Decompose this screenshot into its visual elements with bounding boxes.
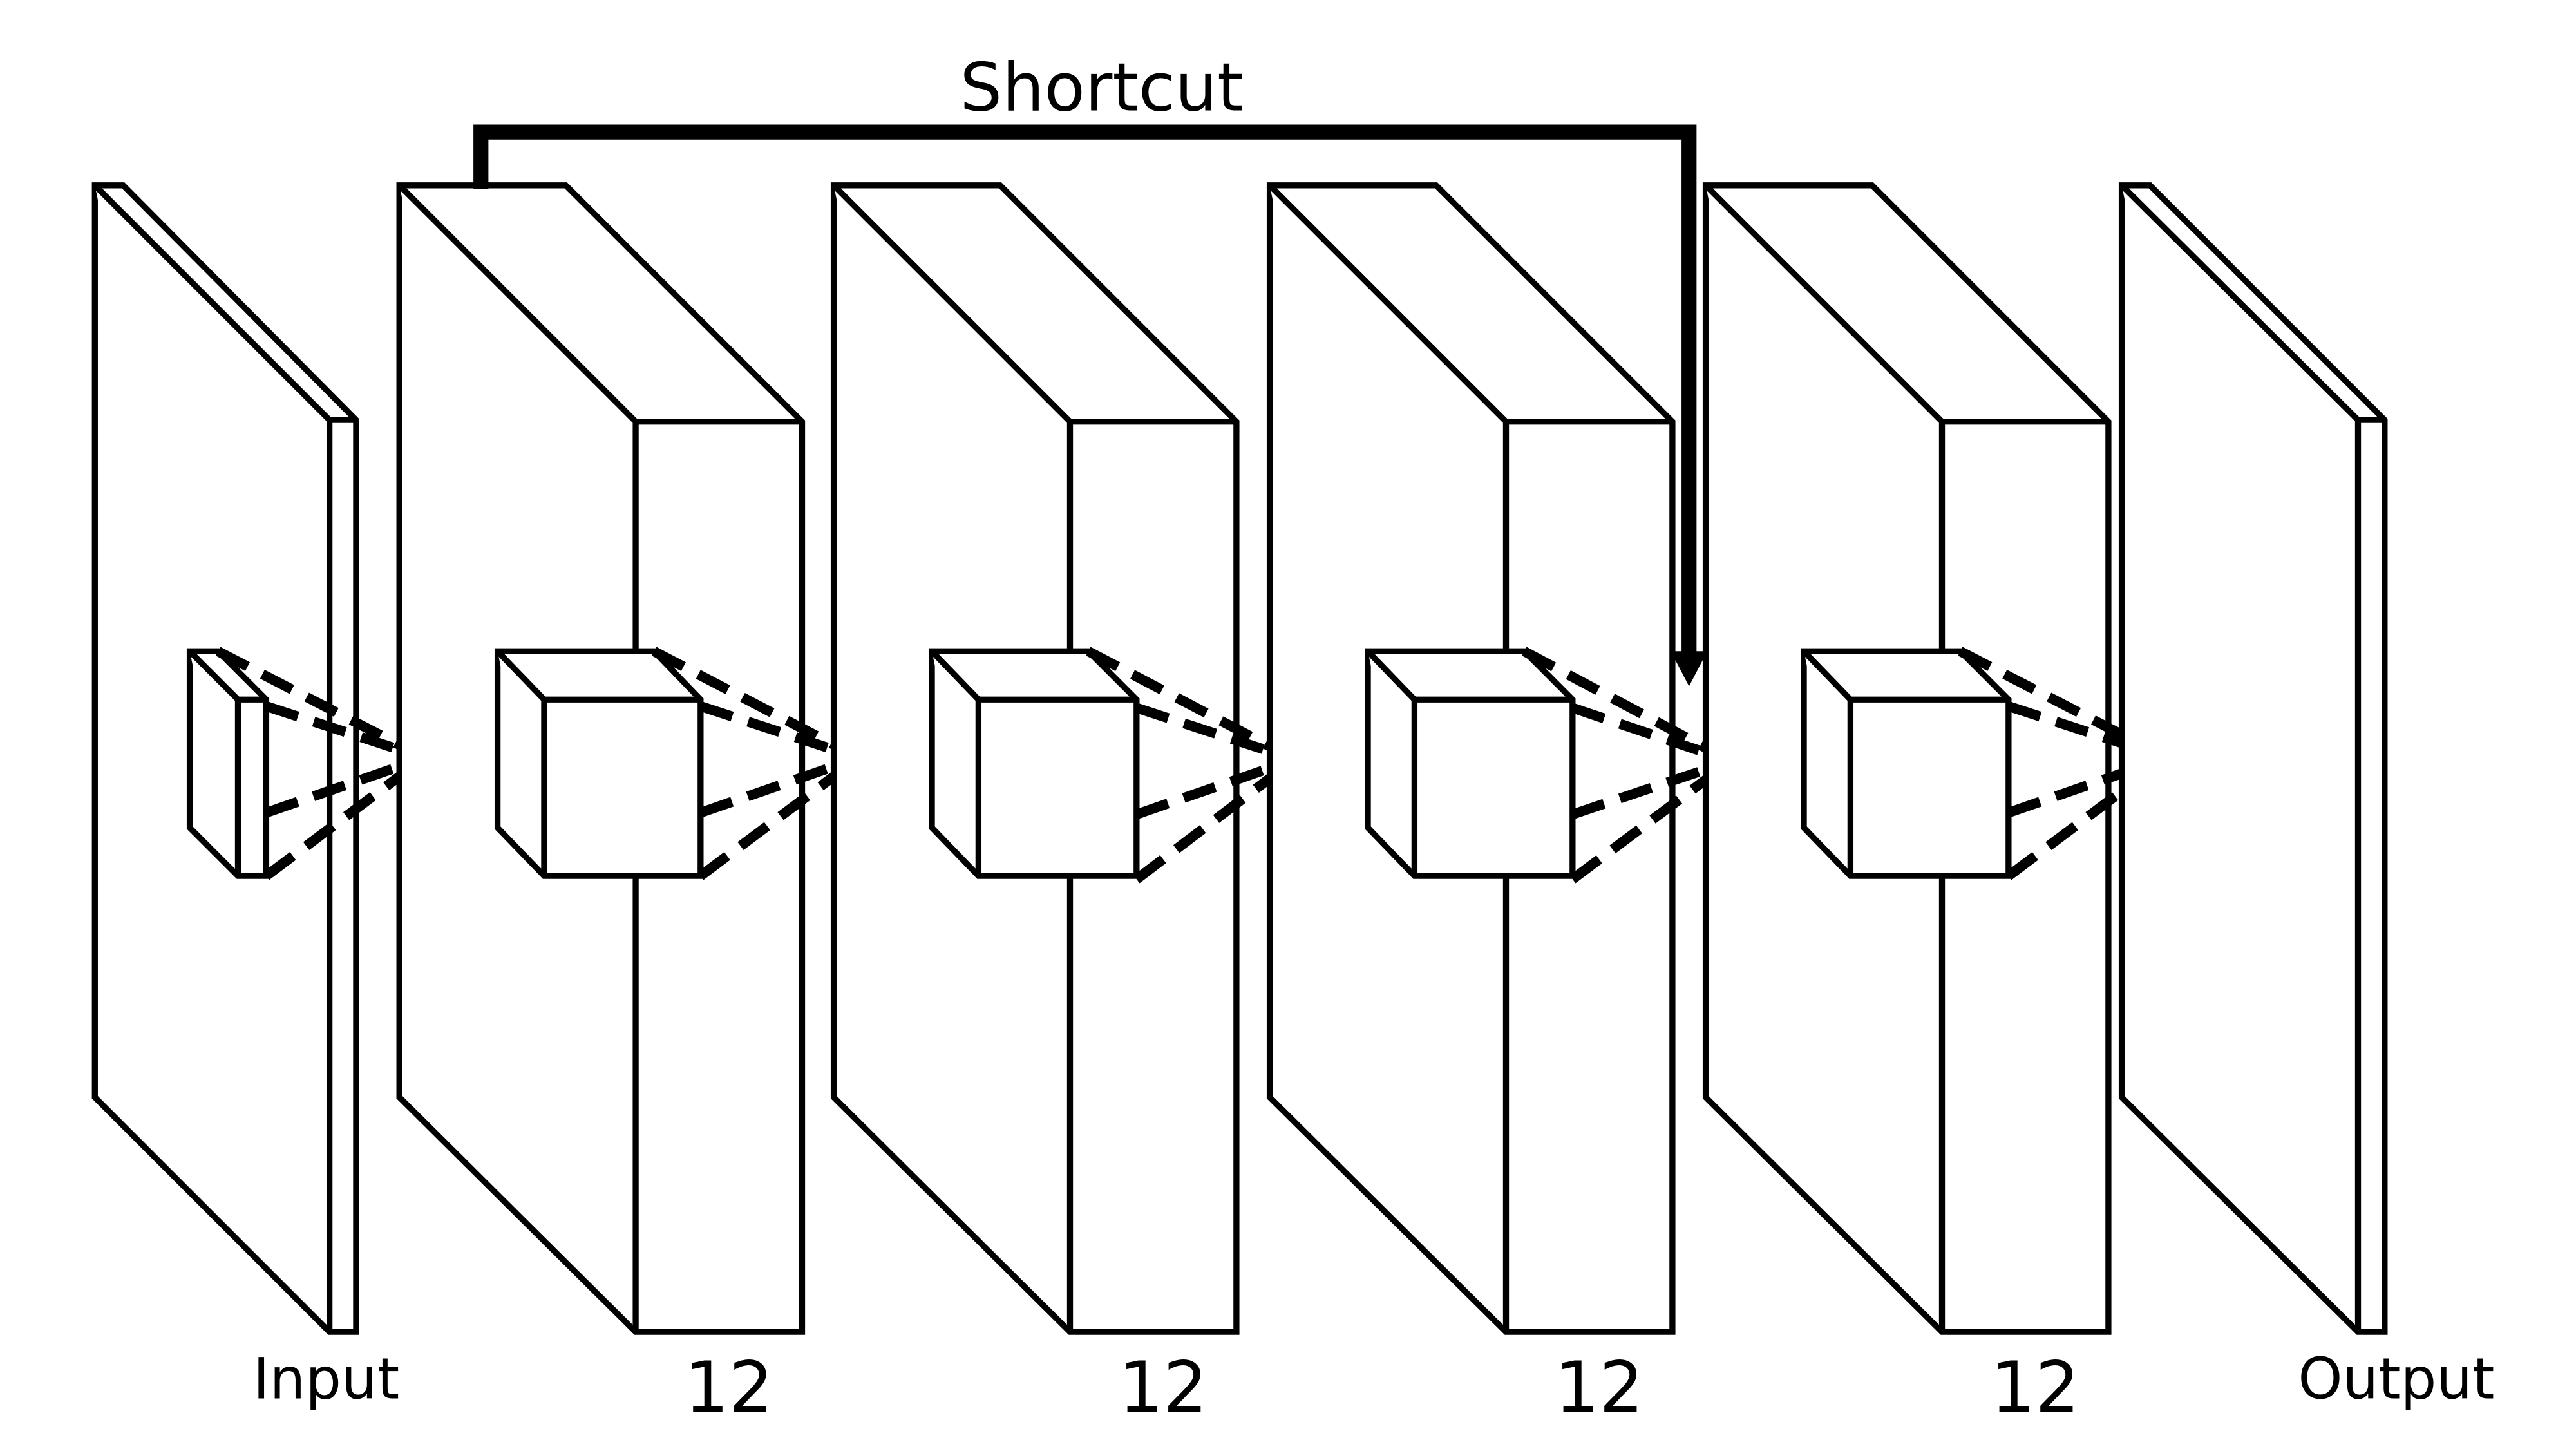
- label-conv-1: 12: [685, 1347, 773, 1428]
- label-output: Output: [2298, 1346, 2494, 1412]
- shortcut-line: [473, 124, 1697, 655]
- shortcut-connection: [473, 124, 1708, 687]
- kernel-conv-4: [1801, 648, 2012, 879]
- kernel-conv-2: [929, 648, 1140, 879]
- shortcut-arrowhead: [1671, 651, 1708, 687]
- label-conv-3: 12: [1555, 1347, 1643, 1428]
- layer-output: [2118, 182, 2388, 1335]
- label-input: Input: [253, 1346, 399, 1412]
- label-conv-2: 12: [1119, 1347, 1208, 1428]
- label-conv-4: 12: [1991, 1347, 2079, 1428]
- kernel-input: [186, 648, 270, 879]
- shortcut-label: Shortcut: [960, 50, 1244, 127]
- kernel-conv-1: [494, 648, 704, 879]
- kernel-conv-3: [1365, 648, 1576, 879]
